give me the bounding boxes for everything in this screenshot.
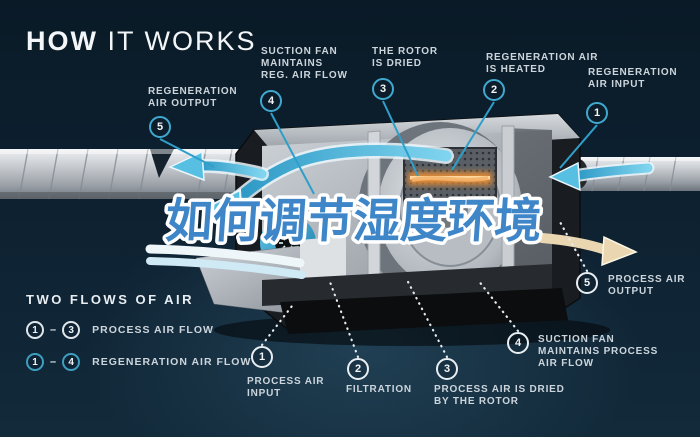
chinese-headline: 如何调节湿度环境 (164, 194, 544, 247)
callout-label-filtration: FILTRATION (346, 384, 412, 395)
regeneration-output-arrow (168, 150, 269, 182)
callout-circle-5-top: 5 (149, 116, 171, 138)
legend-row-regeneration: 1 – 4 REGENERATION AIR FLOW (26, 351, 251, 373)
page-title-light: IT WORKS (97, 26, 257, 56)
heated-air-streak (411, 176, 489, 182)
callout-circle-2-bottom: 2 (347, 358, 369, 380)
legend-circle-1-cyan: 1 (26, 353, 44, 371)
callout-circle-1-bottom: 1 (251, 346, 273, 368)
bottom-leader-lines (260, 220, 589, 359)
callout-circle-2-top: 2 (483, 79, 505, 101)
callout-label-suction-fan-process: SUCTION FAN MAINTAINS PROCESS AIR FLOW (538, 334, 659, 369)
legend-row-process: 1 – 3 PROCESS AIR FLOW (26, 319, 251, 341)
callout-label-regeneration-air-output: REGENERATION AIR OUTPUT (148, 86, 238, 109)
callout-label-process-air-input: PROCESS AIR INPUT (247, 376, 325, 399)
callout-circle-4-bottom: 4 (507, 332, 529, 354)
legend-title: TWO FLOWS OF AIR (26, 292, 195, 307)
process-output-arrow (537, 233, 638, 267)
page-title: HOW IT WORKS (26, 26, 257, 57)
callout-circle-3-bottom: 3 (436, 358, 458, 380)
callout-label-process-air-output: PROCESS AIR OUTPUT (608, 274, 686, 297)
callout-label-regeneration-air-input: REGENERATION AIR INPUT (588, 67, 678, 90)
legend-circle-3-white: 3 (62, 321, 81, 339)
legend-circle-4-cyan: 4 (62, 353, 81, 371)
legend-label-regeneration-air-flow: REGENERATION AIR FLOW (92, 356, 252, 368)
duct-cutaway-notch (150, 149, 174, 178)
callout-circle-1-top: 1 (586, 102, 608, 124)
callout-label-suction-fan-reg: SUCTION FAN MAINTAINS REG. AIR FLOW (261, 46, 348, 81)
callout-label-rotor-dried: THE ROTOR IS DRIED (372, 46, 438, 69)
callout-circle-5-bottom: 5 (576, 272, 598, 294)
process-input-arrow (145, 244, 306, 279)
legend-dash: – (50, 324, 57, 336)
machine-base (280, 288, 568, 334)
top-leader-lines (159, 100, 598, 195)
regeneration-input-arrow (548, 161, 655, 192)
callout-circle-4-top: 4 (260, 90, 282, 112)
callout-circle-3-top: 3 (372, 78, 394, 100)
machine-cutaway-box (195, 113, 581, 334)
legend-label-process-air-flow: PROCESS AIR FLOW (92, 324, 214, 336)
legend-circle-1-white: 1 (26, 321, 44, 339)
page-title-bold: HOW (26, 26, 98, 56)
legend-two-flows: TWO FLOWS OF AIR 1 – 3 PROCESS AIR FLOW … (26, 292, 251, 383)
callout-label-regeneration-air-heated: REGENERATION AIR IS HEATED (486, 52, 599, 75)
callout-label-process-air-dried: PROCESS AIR IS DRIED BY THE ROTOR (434, 384, 565, 407)
legend-dash: – (50, 356, 57, 368)
